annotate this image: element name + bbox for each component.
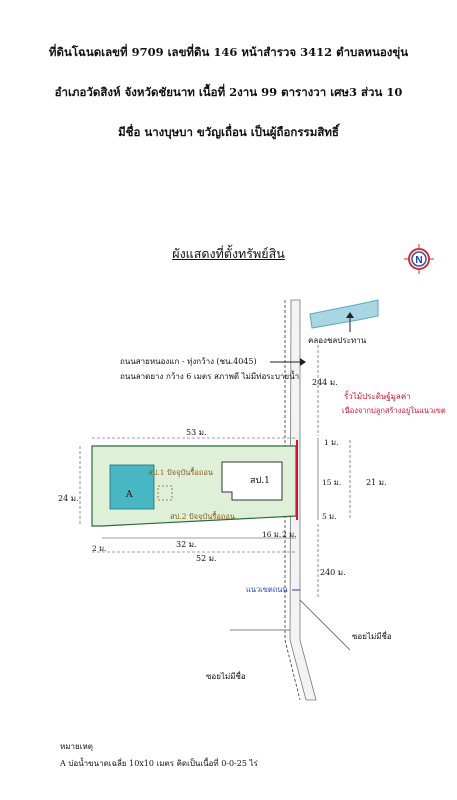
alley-left-label: ซอยไม่มีชื่อ <box>206 672 246 681</box>
notes-item-a: A บ่อน้ำขนาดเฉลี่ย 10x10 เมตร คิดเป็นเนื… <box>60 759 258 768</box>
distance-244: 244 ม. <box>312 378 338 387</box>
header-line-2: อำเภอวัดสิงห์ จังหวัดชัยนาท เนื้อที่ 2งา… <box>54 85 403 99</box>
width-2-right: 2 ม. <box>282 530 297 539</box>
header-line-3: มีชื่อ นางบุษบา ขวัญเถื่อน เป็นผู้ถือกรร… <box>118 125 339 139</box>
alley-right-label: ซอยไม่มีชื่อ <box>352 632 392 641</box>
notes-heading: หมายเหตุ <box>60 742 93 751</box>
height-21: 21 ม. <box>366 478 387 487</box>
width-2-left: 2 ม. <box>92 544 107 553</box>
width-32: 32 ม. <box>176 540 197 549</box>
sp2-label: สป.2 ปัจจุบันรื้อถอน <box>170 512 236 521</box>
demolished-structure <box>157 485 173 501</box>
width-16: 16 ม. <box>262 530 282 539</box>
building-label: สป.1 <box>250 476 270 486</box>
fence-note: เนื่องจากปลูกสร้างอยู่ในแนวเขต <box>342 406 446 415</box>
compass-letter: N <box>415 255 422 266</box>
drain-label: แนวเขตถนน <box>246 585 288 594</box>
pond-a <box>109 464 155 510</box>
map-title: ผังแสดงที่ตั้งทรัพย์สิน <box>172 246 285 261</box>
sp1-label: สป.1 ปัจจุบันรื้อถอน <box>148 468 214 477</box>
header-line-1: ที่ดินโฉนดเลขที่ 9709 เลขที่ดิน 146 หน้า… <box>48 45 409 59</box>
main-road <box>289 299 317 701</box>
width-53: 53 ม. <box>186 428 207 437</box>
canal-label: คลองชลประทาน <box>308 336 367 345</box>
road-boundary-dashed-2 <box>284 639 301 701</box>
pond-label: A <box>126 490 133 500</box>
distance-240: 240 ม. <box>320 568 346 577</box>
arrow-head-canal <box>346 312 354 318</box>
compass-icon: N <box>404 244 434 274</box>
fence-label: รั้วไม้ประดิษฐ์มูลค่า <box>344 392 411 401</box>
arrow-head <box>300 358 306 366</box>
width-52: 52 ม. <box>196 554 217 563</box>
height-1: 1 ม. <box>324 438 339 447</box>
height-5: 5 ม. <box>322 512 337 521</box>
road-main-label: ถนนสายหนองแก - ทุ่งกว้าง (ชน.4045) <box>120 357 257 366</box>
canal-shape <box>309 299 379 329</box>
height-15: 15 ม. <box>322 478 342 487</box>
height-24: 24 ม. <box>58 494 79 503</box>
building-sp1 <box>221 461 283 501</box>
road-desc-label: ถนนลาดยาง กว้าง 6 เมตร สภาพดี ไม่มีท่อระ… <box>120 372 300 381</box>
alley-line-right <box>299 599 351 651</box>
